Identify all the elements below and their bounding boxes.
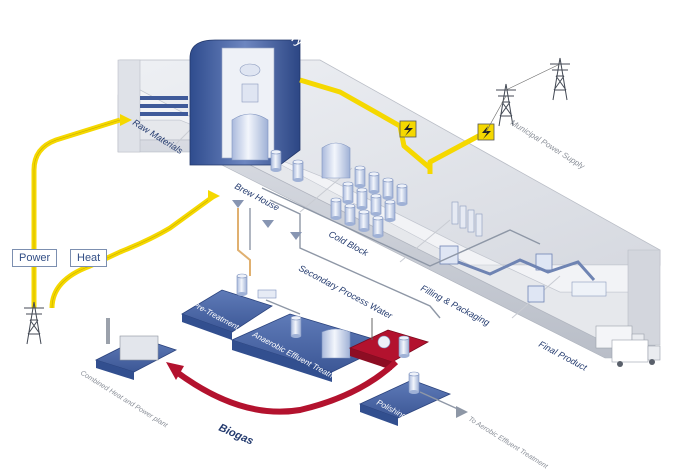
municipal-power-supply-label: Municipal Power Supply: [509, 118, 587, 171]
biogas-label: Biogas: [217, 422, 255, 448]
process-pipes: [249, 187, 541, 319]
power-pylon-icon: [23, 57, 571, 345]
aerobic-treatment-label: To Aerobic Effluent Treatment: [467, 416, 550, 471]
chp-platform: [94, 318, 178, 380]
pre-treatment-platform: [181, 273, 277, 340]
truck-icon: [595, 325, 661, 367]
anaerobic-treatment-platform: [230, 313, 392, 382]
chp-plant-label: Combined Heat and Power plant: [79, 370, 169, 430]
brewery-tower: [189, 39, 301, 166]
heat-arrow: [208, 190, 220, 202]
biogas-platform: [348, 318, 430, 370]
biogas-line: [166, 359, 399, 415]
lightning-warning-icon: [399, 120, 417, 138]
brew-house-connection-arrows: [232, 200, 302, 240]
heat-label-box: Heat: [70, 249, 108, 267]
brew-house-tanks: [270, 142, 351, 183]
secondary-process-water-label: Secondary Process Water: [297, 263, 395, 321]
packaging-machines: [439, 245, 607, 303]
polishing-platform: [358, 371, 452, 426]
treatment-pipes: [237, 208, 468, 418]
power-label-box: Power: [12, 249, 58, 267]
power-arrow: [120, 114, 132, 126]
filtration-units: [451, 201, 483, 237]
